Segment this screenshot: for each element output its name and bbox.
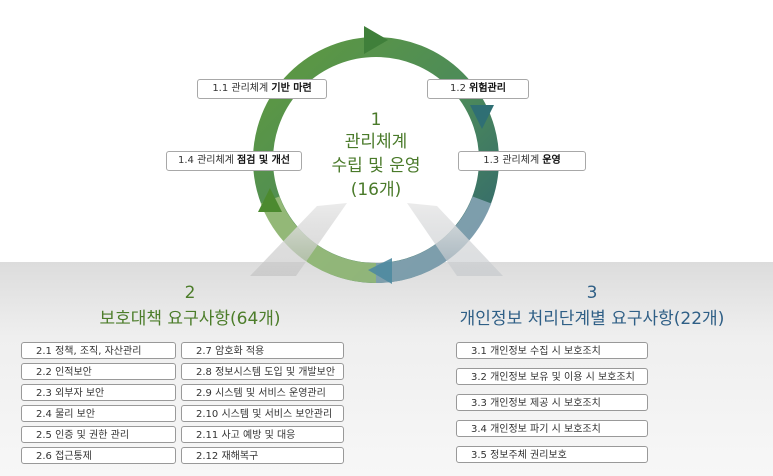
item-2-1: 2.1 정책, 조직, 자산관리 xyxy=(21,342,176,359)
item-3-1: 3.1 개인정보 수집 시 보호조치 xyxy=(456,342,648,359)
tag-1-4: 1.4 관리체계 점검 및 개선 xyxy=(166,151,302,171)
section3-number: 3 xyxy=(586,283,598,303)
center-title-line2: 수립 및 운영 xyxy=(331,156,421,176)
item-2-11: 2.11 사고 예방 및 대응 xyxy=(181,426,344,443)
section3-title: 개인정보 처리단계별 요구사항(22개) xyxy=(459,309,725,329)
tag-1-3-prefix: 1.3 관리체계 xyxy=(483,155,543,166)
arrow-top-icon xyxy=(364,26,388,54)
tag-1-3: 1.3 관리체계 운영 xyxy=(458,151,586,171)
arrow-right-icon xyxy=(470,105,494,129)
item-2-10: 2.10 시스템 및 서비스 보안관리 xyxy=(181,405,344,422)
item-2-9: 2.9 시스템 및 서비스 운영관리 xyxy=(181,384,344,401)
item-2-12: 2.12 재해복구 xyxy=(181,447,344,464)
center-number: 1 xyxy=(370,110,382,130)
item-2-8: 2.8 정보시스템 도입 및 개발보안 xyxy=(181,363,344,380)
arrow-bottom-icon xyxy=(368,258,392,284)
item-2-3: 2.3 외부자 보안 xyxy=(21,384,176,401)
section2-title: 보호대책 요구사항(64개) xyxy=(99,309,281,329)
tag-1-3-bold: 운영 xyxy=(542,155,561,166)
ring-lower-right xyxy=(375,196,492,284)
item-3-2: 3.2 개인정보 보유 및 이용 시 보호조치 xyxy=(456,368,648,385)
tag-1-1-prefix: 1.1 관리체계 xyxy=(212,83,272,94)
tag-1-2-prefix: 1.2 xyxy=(450,83,470,94)
tag-1-4-bold: 점검 및 개선 xyxy=(237,155,291,166)
tag-1-1: 1.1 관리체계 기반 마련 xyxy=(197,79,327,99)
tag-1-2-bold: 위험관리 xyxy=(469,83,506,94)
item-2-6: 2.6 접근통제 xyxy=(21,447,176,464)
tag-1-4-prefix: 1.4 관리체계 xyxy=(177,155,238,166)
item-3-3: 3.3 개인정보 제공 시 보호조치 xyxy=(456,394,648,411)
tag-1-2: 1.2 위험관리 xyxy=(427,79,529,99)
arrow-left-icon xyxy=(258,188,282,212)
item-2-4: 2.4 물리 보안 xyxy=(21,405,176,422)
tag-1-1-bold: 기반 마련 xyxy=(271,83,312,94)
item-3-4: 3.4 개인정보 파기 시 보호조치 xyxy=(456,420,648,437)
item-3-5: 3.5 정보주체 권리보호 xyxy=(456,446,648,463)
item-2-2: 2.2 인적보안 xyxy=(21,363,176,380)
center-count: (16개) xyxy=(350,180,402,200)
wedge-right xyxy=(407,203,503,276)
item-2-5: 2.5 인증 및 권한 관리 xyxy=(21,426,176,443)
center-title-line1: 관리체계 xyxy=(344,132,408,152)
center-title: 관리체계 수립 및 운영 (16개) xyxy=(306,130,446,202)
item-2-7: 2.7 암호화 적용 xyxy=(181,342,344,359)
wedge-left xyxy=(250,203,347,276)
section2-number: 2 xyxy=(184,283,196,303)
